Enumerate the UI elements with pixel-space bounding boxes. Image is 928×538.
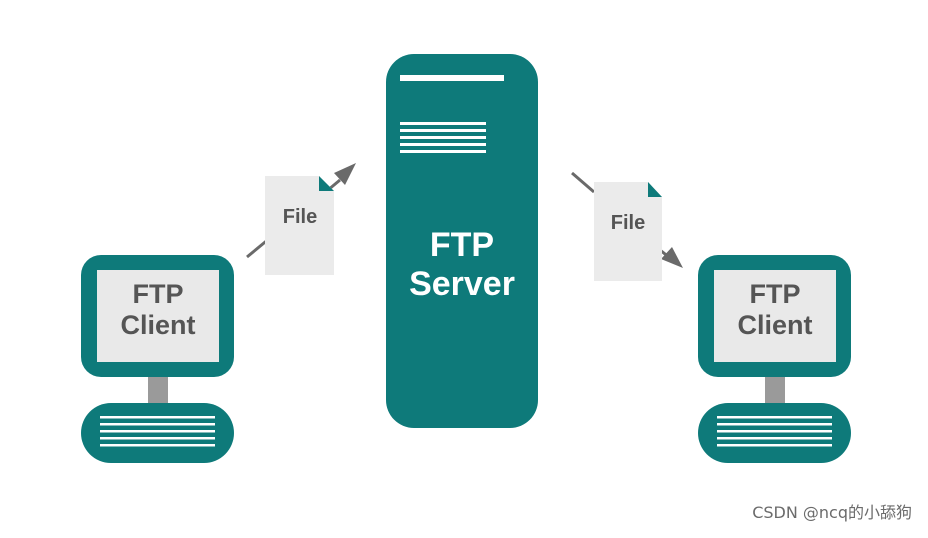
keyboard-left-lines <box>100 416 215 447</box>
arrow-head-left <box>334 163 356 185</box>
keyboard-left <box>81 403 234 463</box>
client-label-right-line1: FTP <box>749 279 801 309</box>
client-label-right-line2: Client <box>737 310 813 341</box>
client-label-left-line2: Client <box>120 310 196 341</box>
file-icon-right <box>594 182 662 281</box>
server-label-line2: Server <box>409 265 515 304</box>
arrow-tail-right <box>571 171 595 194</box>
ftp-server <box>386 54 538 428</box>
keyboard-right-lines <box>717 416 832 447</box>
arrow-head-right <box>661 247 683 268</box>
file-icon-left <box>265 176 334 275</box>
client-label-left-line1: FTP <box>132 279 184 309</box>
file-transfer-left <box>246 163 356 275</box>
client-label-right: FTP Client <box>700 279 850 341</box>
file-label-right: File <box>610 212 646 234</box>
client-label-left: FTP Client <box>83 279 233 341</box>
server-label: FTP Server <box>386 226 538 304</box>
stand-left <box>148 377 168 403</box>
file-transfer-right <box>571 171 683 281</box>
screen-right <box>714 270 836 362</box>
screen-left <box>97 270 219 362</box>
server-slot <box>400 75 504 81</box>
server-label-line1: FTP <box>429 226 495 264</box>
file-label-left: File <box>282 206 318 228</box>
ftp-client-right <box>698 255 851 463</box>
ftp-client-left <box>81 255 234 463</box>
stand-right <box>765 377 785 403</box>
keyboard-right <box>698 403 851 463</box>
server-vent-lines <box>400 122 486 153</box>
watermark-text: CSDN @ncq的小舔狗 <box>752 503 912 522</box>
